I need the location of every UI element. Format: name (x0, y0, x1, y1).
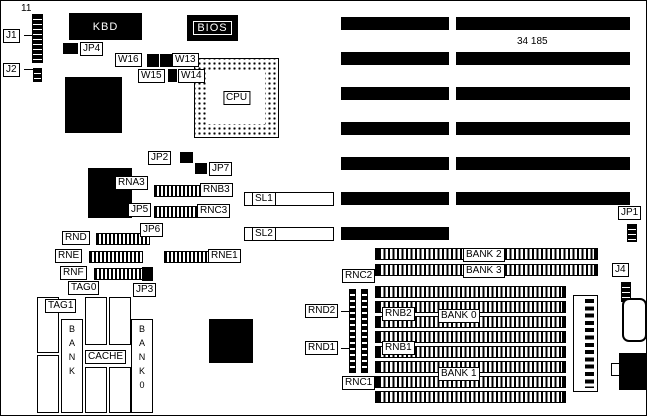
jp3-jumper (142, 267, 153, 281)
bank0-label: BANK 0 (438, 309, 480, 323)
isa-slot-bar (341, 87, 449, 100)
rna3-label: RNA3 (115, 176, 148, 190)
keyboard-controller-chip (209, 319, 253, 363)
rnb1-label: RNB1 (382, 341, 415, 355)
rnb3-label: RNB3 (200, 183, 233, 197)
cache-bank-chip-left: BANK (61, 319, 83, 413)
rnd1-label: RND1 (305, 341, 339, 355)
cache-sram-chip (85, 297, 107, 345)
j1-connector (32, 14, 43, 63)
isa-slot-bar (341, 122, 449, 135)
cpu-socket: CPU (194, 58, 279, 138)
cache-bank-chip-right: BANK0 (131, 319, 153, 413)
isa-slot-bar (456, 17, 630, 30)
part-number: 34 185 (517, 36, 548, 47)
controller-chip (65, 77, 122, 133)
rne1-label: RNE1 (208, 249, 241, 263)
isa-slot-bar (341, 17, 449, 30)
bios-chip-label: BIOS (193, 21, 232, 35)
sl1-label: SL1 (252, 192, 276, 206)
j1-leader-line (24, 35, 32, 36)
cache-label: CACHE (85, 350, 127, 364)
bank1-label: BANK 1 (438, 367, 480, 381)
j4-label: J4 (612, 263, 629, 277)
rne-network (89, 251, 143, 263)
bank-vertical-right-label: BANK0 (137, 324, 147, 394)
power-connector-notch (611, 363, 620, 376)
kbd-chip-label: KBD (92, 20, 119, 33)
jp7-label: JP7 (209, 162, 233, 176)
rne1-network (164, 251, 209, 263)
isa-slot-bar (341, 192, 449, 205)
rnc1-label: RNC1 (342, 376, 376, 390)
pin-note: 11 (21, 3, 32, 14)
rnb2-label: RNB2 (382, 307, 415, 321)
jp1-label: JP1 (618, 206, 642, 220)
rne-label: RNE (55, 249, 83, 263)
jp7-jumper (195, 163, 207, 174)
rnc3-label: RNC3 (197, 204, 231, 218)
isa-slot-bar (456, 52, 630, 65)
power-connector-block (619, 353, 646, 390)
j2-label: J2 (3, 63, 20, 77)
isa-slot-bar (456, 157, 630, 170)
cache-sram-chip (37, 355, 59, 413)
j1-label: J1 (3, 29, 20, 43)
rnd2-leader-line (341, 311, 349, 312)
cache-sram-chip (85, 367, 107, 413)
rnf-label: RNF (60, 266, 87, 280)
w15-label: W15 (138, 69, 165, 83)
terminal-block (573, 295, 598, 392)
cache-sram-chip (109, 297, 131, 345)
rnc3-network (154, 206, 198, 218)
w16-label: W16 (115, 53, 142, 67)
jp4-label: JP4 (80, 42, 104, 56)
w13-jumper (160, 54, 172, 67)
isa-slot-bar (456, 122, 630, 135)
isa-slot-bar (341, 52, 449, 65)
rnf-network (94, 268, 148, 280)
isa-slot-bar (341, 157, 449, 170)
rnd2-label: RND2 (305, 304, 339, 318)
tag1-label: TAG1 (45, 299, 77, 313)
bank3-label: BANK 3 (463, 264, 505, 278)
jp1-pins (627, 224, 637, 242)
j2-leader-line (24, 69, 33, 70)
cpu-label: CPU (222, 91, 251, 105)
jp2-label: JP2 (148, 151, 172, 165)
w14-label: W14 (178, 69, 205, 83)
simm-slot-bank0 (375, 286, 566, 298)
sl2-label: SL2 (252, 227, 276, 241)
bank-vertical-left-label: BANK (67, 324, 77, 380)
rnd-label: RND (62, 231, 90, 245)
jp2-jumper (180, 152, 193, 163)
battery (622, 298, 646, 342)
isa-slot-bar (456, 87, 630, 100)
isa-slot-bar (456, 192, 630, 205)
w13-label: W13 (172, 53, 199, 67)
rnc2-label: RNC2 (342, 269, 376, 283)
jumper-column (361, 289, 368, 373)
rnb3-network (154, 185, 201, 197)
w14-jumper (168, 69, 177, 82)
jumper-column (349, 289, 356, 373)
rnd1-leader-line (341, 348, 349, 349)
jp5-label: JP5 (128, 203, 152, 217)
simm-slot-bank1 (375, 346, 566, 358)
j2-connector (33, 68, 42, 82)
terminal-block-pins (585, 299, 594, 388)
w16-jumper (147, 54, 159, 67)
jp3-label: JP3 (133, 283, 157, 297)
simm-slot-bank1 (375, 391, 566, 403)
bank2-label: BANK 2 (463, 248, 505, 262)
isa-slot-bar (341, 227, 449, 240)
bios-chip: BIOS (187, 15, 238, 41)
tag0-label: TAG0 (68, 281, 100, 295)
simm-slot-bank0 (375, 331, 566, 343)
kbd-chip: KBD (69, 13, 142, 40)
jp4-jumper (63, 43, 78, 54)
rnd-network (96, 233, 150, 245)
cache-sram-chip (109, 367, 131, 413)
jp6-label: JP6 (140, 223, 164, 237)
